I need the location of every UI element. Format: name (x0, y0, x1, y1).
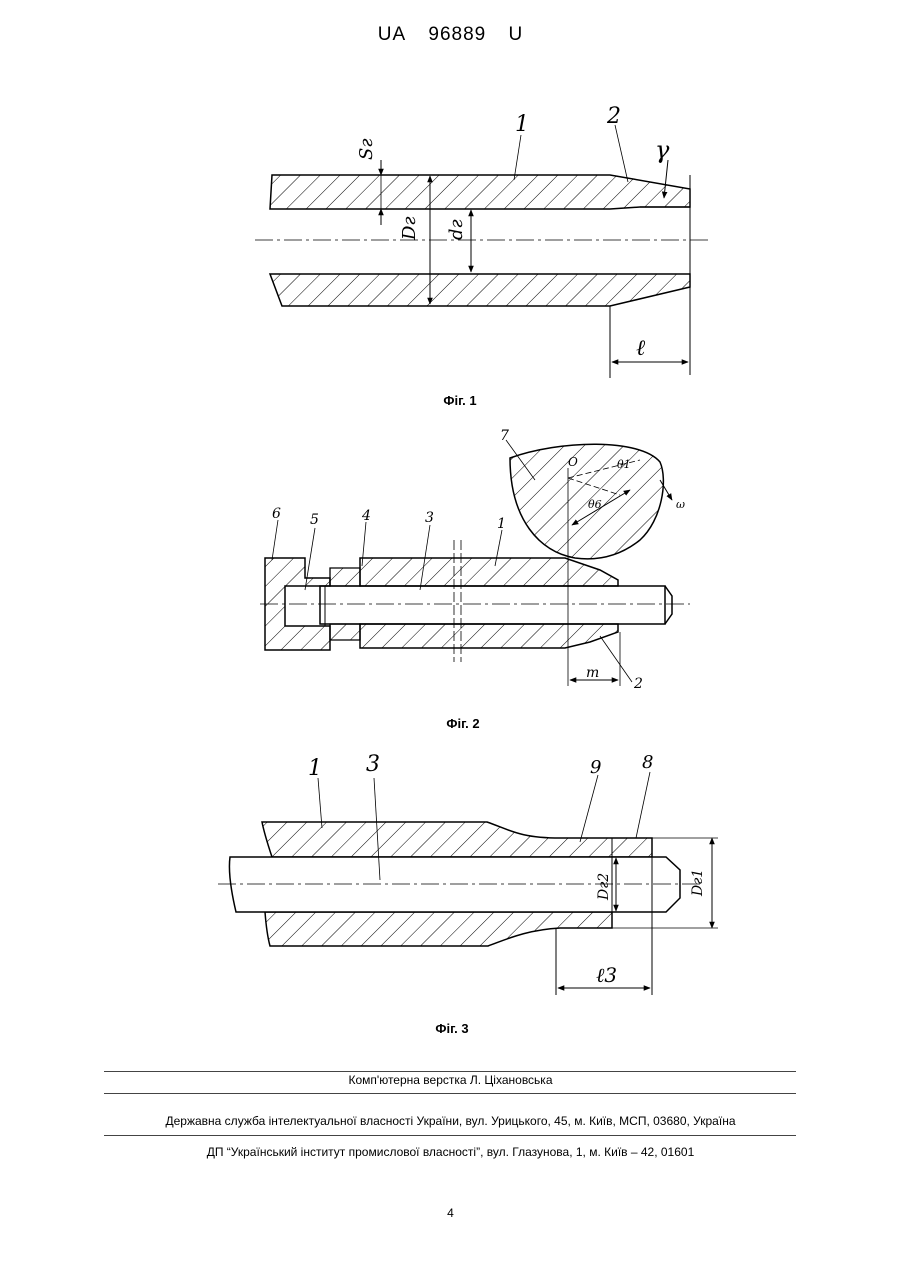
footer-rule-2 (104, 1093, 796, 1094)
fig1-label-inner-d: dг (446, 219, 467, 240)
fig2-label-1: 1 (497, 516, 506, 532)
patent-header: UA 96889 U (0, 24, 901, 46)
fig3-label-1: 1 (308, 756, 322, 781)
header-kind: U (509, 24, 524, 45)
fig1-label-1: 1 (515, 112, 529, 137)
fig2-label-3: 3 (425, 510, 434, 526)
fig2-label-7: 7 (500, 428, 509, 444)
fig3-label-3: 3 (366, 752, 380, 777)
figure-1-caption: Фіг. 1 (400, 393, 520, 408)
fig2-label-4: 4 (361, 508, 371, 524)
fig3-label-d1: Dг1 (690, 869, 706, 897)
fig2-label-5: 5 (310, 512, 319, 528)
fig1-label-outer-d: Dг (399, 216, 420, 241)
figure-2-drawing: 6 5 4 3 1 7 O θ1 θ6 ω m 2 (0, 420, 901, 700)
fig2-label-angle-6: θ6 (588, 498, 602, 511)
fig1-label-length: ℓ (636, 336, 646, 361)
figure-3-caption: Фіг. 3 (392, 1021, 512, 1036)
fig3-label-d2: Dг2 (596, 873, 612, 901)
figure-1-drawing: 1 2 γ Sг Dг dг ℓ (0, 100, 901, 390)
fig2-label-6: 6 (272, 506, 281, 522)
fig2-label-angle-1: θ1 (617, 458, 631, 471)
header-country: UA (378, 24, 406, 45)
page-number: 4 (0, 1206, 901, 1220)
fig2-label-center: O (568, 455, 578, 469)
fig2-label-2: 2 (633, 676, 643, 692)
footer-rule-1 (104, 1071, 796, 1072)
fig3-label-8: 8 (642, 752, 653, 773)
footer-typesetting: Комп'ютерна верстка Л. Ціхановська (0, 1073, 901, 1087)
fig2-label-rotation: ω (676, 498, 685, 511)
fig1-label-2: 2 (606, 104, 621, 129)
fig1-label-wall: Sг (356, 139, 377, 160)
footer-institute: ДП “Український інститут промислової вла… (0, 1145, 901, 1159)
footer-office: Державна служба інтелектуальної власност… (0, 1114, 901, 1128)
figure-2-caption: Фіг. 2 (403, 716, 523, 731)
figure-3-drawing: 1 3 9 8 Dг2 Dг1 ℓ3 (0, 745, 901, 1015)
fig3-label-length: ℓ3 (596, 963, 617, 987)
fig1-label-gamma: γ (655, 136, 670, 164)
footer-rule-3 (104, 1135, 796, 1136)
fig3-label-9: 9 (590, 757, 601, 778)
fig2-label-offset: m (586, 665, 599, 681)
header-number: 96889 (428, 24, 486, 45)
